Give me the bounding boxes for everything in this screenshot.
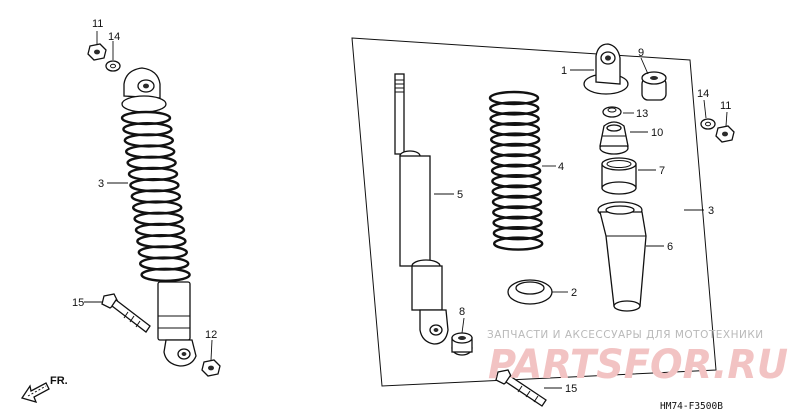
callout-l-14: 14	[108, 31, 120, 43]
callout-r-11: 11	[720, 100, 731, 112]
left-bolt-15	[101, 293, 151, 333]
spring-coil	[492, 225, 544, 241]
callout-r-13: 13	[636, 108, 648, 120]
spring-coil	[492, 215, 543, 231]
callout-r-14: 14	[697, 88, 709, 100]
bushing-9	[641, 71, 667, 101]
watermark-logo: PARTSFOR.RU	[488, 342, 788, 388]
callout-l-15: 15	[72, 297, 84, 309]
spring-coil	[493, 236, 544, 251]
upper-mount-1	[583, 43, 629, 95]
leader-lines	[84, 31, 728, 389]
spring-4-coils	[488, 90, 544, 251]
callout-r-6: 6	[667, 241, 673, 253]
left-nut-11	[87, 43, 107, 61]
callout-l-11: 11	[92, 18, 103, 30]
callout-r-5: 5	[457, 189, 463, 201]
spring-coil	[491, 173, 542, 189]
callout-r-4: 4	[558, 161, 564, 173]
callout-r-15: 15	[565, 383, 577, 395]
assembled-shock	[120, 67, 197, 367]
spring-seat-2	[507, 279, 553, 305]
callout-r-8: 8	[459, 306, 465, 318]
dust-boot-6	[597, 201, 647, 312]
left-spring-coils	[120, 110, 191, 282]
spring-coil	[140, 267, 191, 282]
exploded-group-outline	[351, 37, 717, 387]
spring-coil	[492, 205, 543, 220]
watermark-caption: ЗАПЧАСТИ И АКСЕССУАРЫ ДЛЯ МОТОТЕХНИКИ	[487, 329, 764, 341]
callout-r-7: 7	[659, 165, 665, 177]
callout-r-1: 1	[561, 65, 567, 77]
spring-coil	[489, 111, 540, 127]
spring-coil	[489, 121, 541, 137]
damper-unit-5	[394, 73, 449, 345]
ring-7	[601, 157, 637, 195]
front-direction-arrow	[20, 382, 50, 403]
spring-coil	[490, 153, 541, 168]
right-washer-14	[700, 118, 716, 130]
spring-coil	[490, 142, 541, 158]
callout-l-12: 12	[205, 329, 217, 341]
callout-r-2: 2	[571, 287, 577, 299]
left-washer-14	[105, 60, 121, 72]
right-nut-11	[715, 125, 735, 143]
bump-rubber-10	[599, 121, 629, 155]
callout-l-3: 3	[98, 178, 104, 190]
spring-coil	[490, 132, 541, 147]
spring-coil	[491, 194, 543, 210]
spring-coil	[491, 184, 542, 199]
spring-coil	[490, 163, 542, 179]
washer-13	[602, 106, 622, 118]
spring-coil	[488, 90, 540, 106]
left-nut-12	[201, 359, 221, 377]
callout-r-10: 10	[651, 127, 663, 139]
collar-8	[451, 332, 473, 356]
callout-r-9: 9	[638, 47, 644, 59]
diagram-code: HM74-F3500B	[660, 401, 723, 412]
spring-coil	[489, 101, 540, 116]
callout-r-3: 3	[708, 205, 714, 217]
front-direction-label: FR.	[50, 375, 68, 387]
right-bolt-15	[495, 369, 547, 407]
